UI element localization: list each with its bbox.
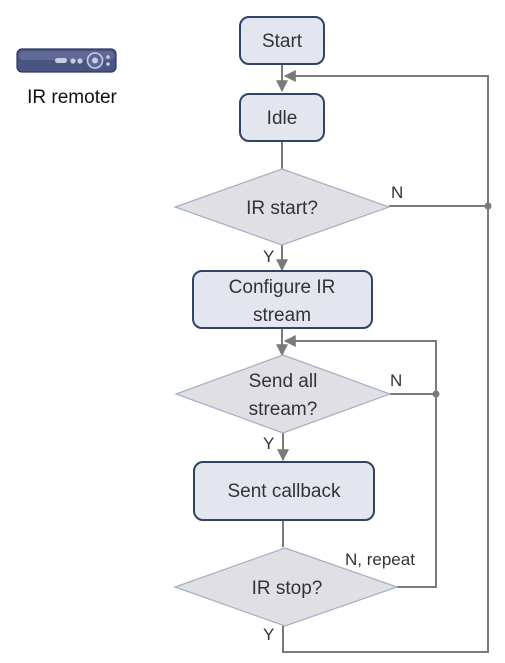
decision-send-all-label-line1: Send all	[249, 371, 318, 392]
decision-ir-start: IR start?	[173, 168, 391, 246]
decision-ir-start-label: IR start?	[246, 198, 318, 219]
decision-send-all-label-line2: stream?	[249, 399, 318, 420]
edge-label-send-all-yes: Y	[263, 434, 274, 453]
remote-caption: IR remoter	[27, 87, 117, 108]
remote-control-icon	[16, 48, 117, 73]
edge-label-send-all-no: N	[390, 371, 402, 390]
edge-irstop-no-loop	[283, 335, 437, 588]
junction-dot	[432, 390, 440, 398]
connectors	[276, 64, 492, 653]
node-configure-label-line2: stream	[253, 305, 311, 326]
edge-label-ir-start-yes: Y	[263, 247, 274, 266]
node-configure-label-line1: Configure IR	[229, 277, 336, 298]
node-start-label: Start	[262, 31, 303, 52]
junction-dot	[484, 202, 492, 210]
edge-irstop-yes-loop	[282, 70, 489, 653]
node-configure-ir-stream: Configure IR stream	[192, 270, 373, 329]
decision-send-all-stream: Send all stream?	[174, 354, 392, 434]
decision-ir-stop: IR stop?	[173, 547, 399, 627]
node-idle-label: Idle	[267, 108, 298, 129]
node-idle: Idle	[239, 93, 325, 142]
edge-label-ir-start-no: N	[391, 183, 403, 202]
node-sent-callback-label: Sent callback	[227, 481, 341, 502]
node-sent-callback: Sent callback	[193, 461, 375, 521]
decision-ir-stop-label: IR stop?	[252, 578, 323, 599]
edge-label-ir-stop-no: N, repeat	[345, 550, 415, 569]
edge-label-ir-stop-yes: Y	[263, 625, 274, 644]
node-start: Start	[239, 16, 325, 65]
